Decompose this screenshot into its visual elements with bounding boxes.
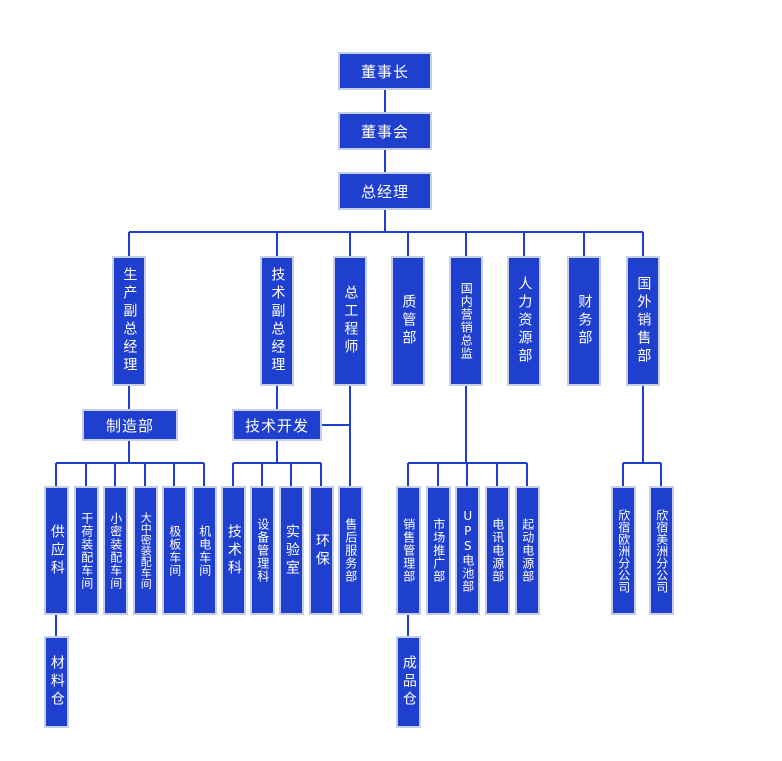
tech-vp-box: 技术副总经理 (260, 256, 294, 386)
small-sealed-assembly-box: 小密装配车间 (103, 486, 128, 615)
starting-power-dept-box: 起动电源部 (515, 486, 540, 615)
tech-development-box: 技术开发 (232, 409, 322, 441)
equipment-management-box: 设备管理科 (250, 486, 275, 615)
electromechanical-workshop-box: 机电车间 (192, 486, 217, 615)
manufacturing-dept-box: 制造部 (82, 409, 178, 441)
intl-sales-dept-box: 国外销售部 (626, 256, 660, 386)
ups-battery-dept-box: UPS电池部 (455, 486, 480, 615)
plate-workshop-box: 极板车间 (162, 486, 187, 615)
materials-warehouse-box: 材料仓 (44, 636, 69, 728)
dry-charge-assembly-box: 干荷装配车间 (74, 486, 99, 615)
laboratory-box: 实验室 (279, 486, 304, 615)
tech-section-box: 技术科 (221, 486, 246, 615)
large-medium-sealed-assembly-box: 大中密装配车间 (133, 486, 158, 615)
telecom-power-dept-box: 电讯电源部 (485, 486, 510, 615)
europe-branch-box: 欣宿欧洲分公司 (611, 486, 636, 615)
finished-goods-warehouse-box: 成品仓 (396, 636, 421, 728)
marketing-promotion-box: 市场推广部 (426, 486, 451, 615)
environmental-box: 环保 (309, 486, 334, 615)
chief-engineer-box: 总工程师 (333, 256, 367, 386)
domestic-sales-director-box: 国内营销总监 (449, 256, 483, 386)
quality-dept-box: 质管部 (391, 256, 425, 386)
sales-management-box: 销售管理部 (396, 486, 421, 615)
supply-section-box: 供应科 (44, 486, 69, 615)
production-vp-box: 生产副总经理 (112, 256, 146, 386)
board-box: 董事会 (338, 112, 432, 150)
america-branch-box: 欣宿美洲分公司 (649, 486, 674, 615)
finance-dept-box: 财务部 (567, 256, 601, 386)
after-sales-service-box: 售后服务部 (338, 486, 363, 615)
hr-dept-box: 人力资源部 (507, 256, 541, 386)
general-manager-box: 总经理 (338, 172, 432, 210)
chairman-box: 董事长 (338, 52, 432, 90)
